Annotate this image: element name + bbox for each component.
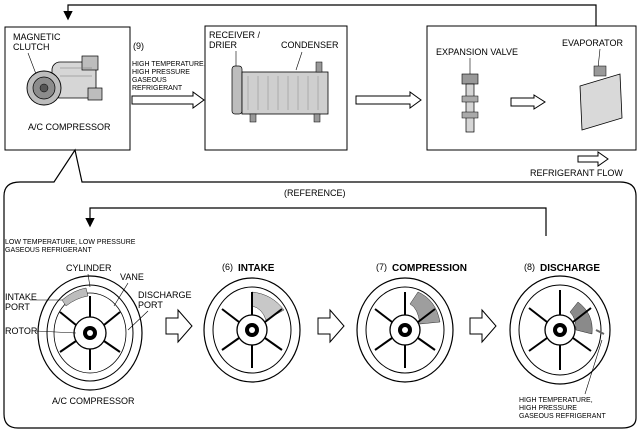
reference-compressor-label: A/C COMPRESSOR — [52, 396, 135, 406]
compressor-label: A/C COMPRESSOR — [28, 122, 111, 132]
stage-arrow-1 — [165, 308, 193, 344]
stage-arrow-3 — [469, 308, 497, 344]
discharge-state-label: HIGH TEMPERATURE, HIGH PRESSURE GASEOUS … — [519, 397, 606, 420]
expansion-valve-illustration — [461, 73, 479, 133]
legend-arrow-icon — [577, 151, 609, 167]
receiver-drier-label: RECEIVER / DRIER — [209, 30, 263, 50]
evaporator-box: EXPANSION VALVE EVAPORATOR — [426, 25, 637, 151]
flow-arrow-expansion-to-evaporator — [510, 94, 546, 110]
intake-port-label: INTAKE PORT — [5, 292, 39, 312]
rotor-label: ROTOR — [5, 326, 38, 336]
svg-text:INTAKE: INTAKE — [238, 263, 275, 274]
condenser-box: RECEIVER / DRIER CONDENSER — [204, 25, 348, 151]
svg-text:(8): (8) — [524, 262, 535, 272]
reference-callout — [3, 148, 637, 429]
stage-discharge-title: (8) DISCHARGE — [524, 262, 600, 274]
cylinder-label: CYLINDER — [66, 263, 112, 273]
step-9-number: (9) — [133, 41, 144, 51]
compressor-illustration — [26, 55, 103, 106]
reference-loop-line — [85, 207, 547, 236]
intake-state-label: LOW TEMPERATURE, LOW PRESSURE GASEOUS RE… — [5, 239, 137, 254]
reference-title: (REFERENCE) — [284, 188, 346, 198]
magnetic-clutch-label: MAGNETIC CLUTCH — [13, 32, 63, 52]
stage-arrow-2 — [317, 308, 345, 344]
stage-intake-title: (6) INTAKE — [222, 262, 275, 274]
flow-arrow-compressor-to-condenser — [131, 91, 205, 109]
discharge-stage-compressor — [509, 275, 611, 385]
evaporator-label: EVAPORATOR — [562, 38, 624, 48]
vane-label: VANE — [120, 272, 144, 282]
flow-arrow-condenser-to-expansion — [355, 91, 422, 109]
step-9-annotation: (9) HIGH TEMPERATURE, HIGH PRESSURE GASE… — [132, 41, 208, 92]
discharge-port-label: DISCHARGE PORT — [138, 290, 194, 310]
stage-compression-title: (7) COMPRESSION — [376, 262, 467, 274]
svg-text:COMPRESSION: COMPRESSION — [392, 263, 467, 274]
compressor-box: MAGNETIC CLUTCH A/C COMPRESSOR — [4, 26, 131, 151]
refrigerant-flow-legend: REFRIGERANT FLOW — [530, 151, 623, 178]
condenser-illustration — [231, 61, 329, 123]
refrigerant-flow-label: REFRIGERANT FLOW — [530, 168, 623, 178]
svg-text:(7): (7) — [376, 262, 387, 272]
condenser-label: CONDENSER — [281, 40, 339, 50]
intake-stage-compressor — [203, 277, 301, 383]
evaporator-illustration — [579, 65, 623, 131]
return-flow-line — [63, 4, 597, 26]
expansion-valve-label: EXPANSION VALVE — [436, 47, 518, 57]
rotary-compressor-parts — [37, 275, 143, 391]
svg-text:(6): (6) — [222, 262, 233, 272]
svg-text:DISCHARGE: DISCHARGE — [540, 263, 600, 274]
compression-stage-compressor — [356, 277, 454, 383]
step-9-state: HIGH TEMPERATURE, HIGH PRESSURE GASEOUS … — [132, 61, 208, 92]
